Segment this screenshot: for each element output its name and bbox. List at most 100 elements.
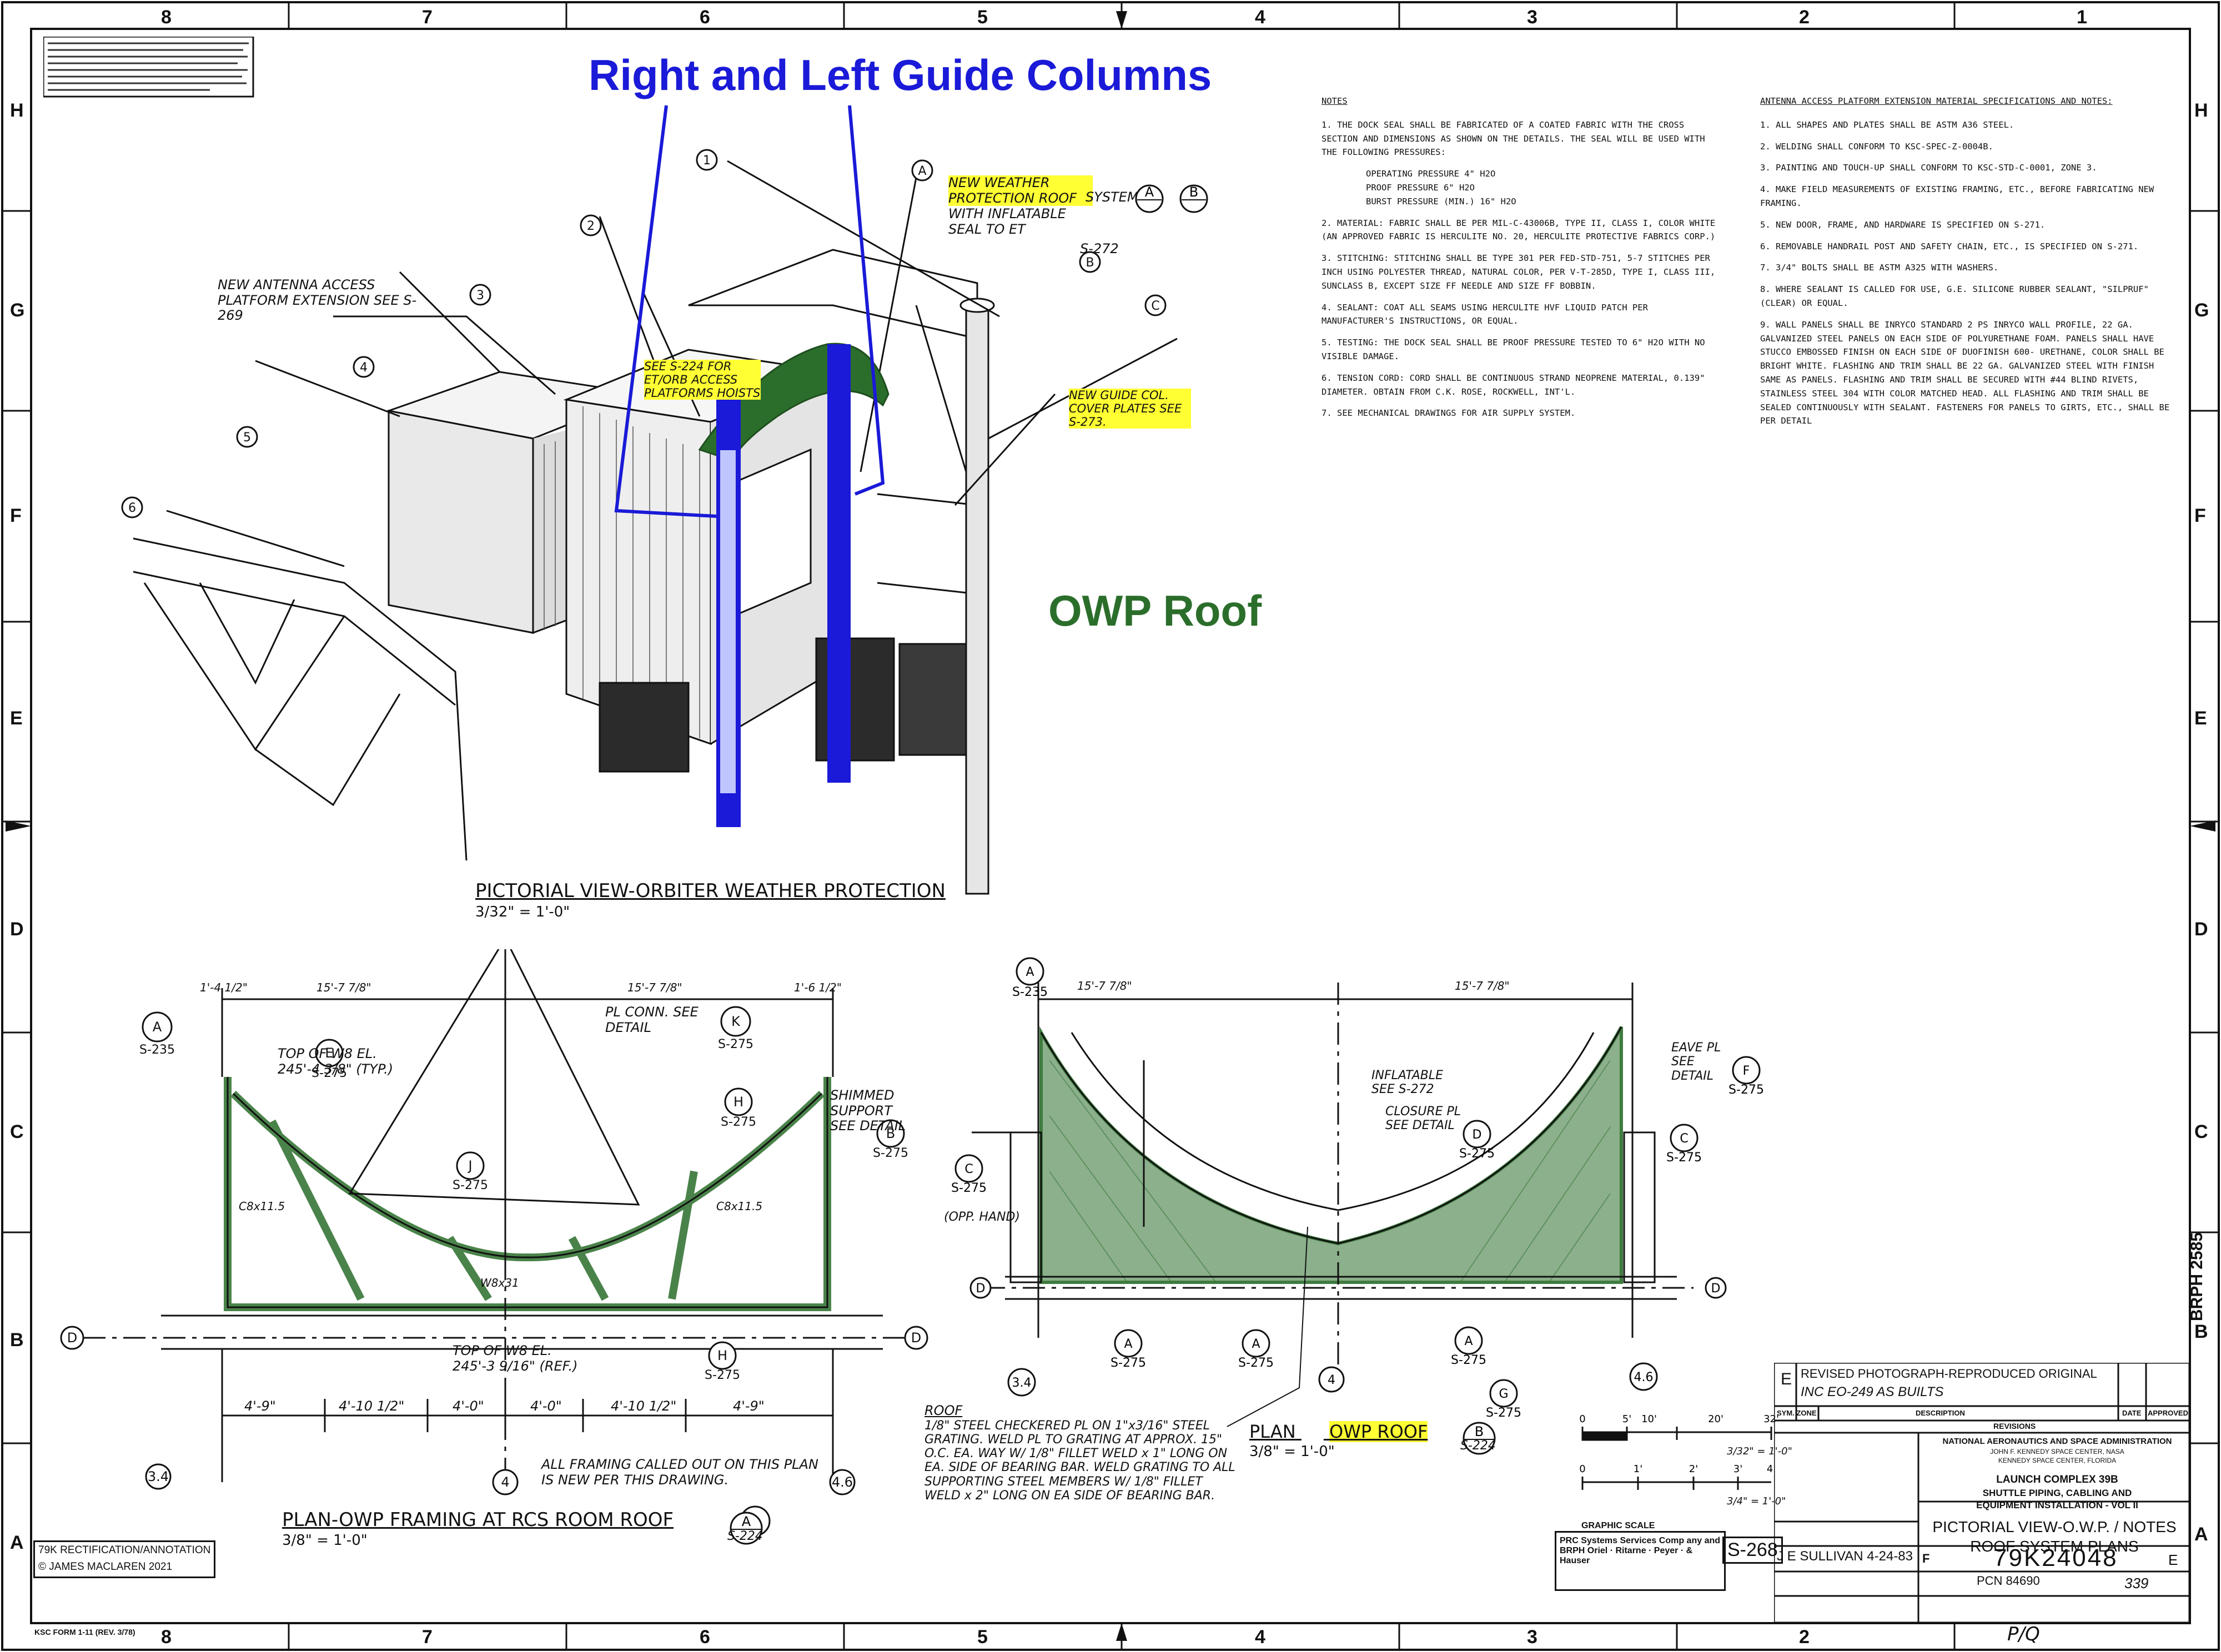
tb-project-3: EQUIPMENT INSTALLATION - VOL II	[1976, 1500, 2138, 1510]
roof-plan-sheet: S-224	[1460, 1439, 1496, 1453]
framing-dim-2: 4'-10 1/2"	[339, 1398, 405, 1414]
callout-system: SYSTEM	[1086, 189, 1139, 205]
framing-top-dim-2: 15'-7 7/8"	[316, 981, 371, 994]
framing-top-wb-ref: TOP OF W8 EL. 245'-3 9/16" (REF.)	[453, 1343, 578, 1374]
svg-text:H: H	[733, 1094, 743, 1110]
tb-rev-letter: E	[1781, 1370, 1792, 1388]
svg-text:5': 5'	[1622, 1413, 1631, 1425]
svg-text:S-275: S-275	[1451, 1353, 1486, 1367]
pictorial-view-drawing: 123 456 ABC	[121, 105, 1178, 895]
zone-bottom-3: 3	[1527, 1626, 1537, 1648]
zone-left-H: H	[10, 100, 24, 121]
zone-bottom-2: 2	[1799, 1626, 1810, 1648]
guide-columns-annotation: Right and Left Guide Columns	[589, 51, 1212, 99]
svg-text:2': 2'	[1689, 1463, 1698, 1475]
note-1: 1. THE DOCK SEAL SHALL BE FABRICATED OF …	[1321, 119, 1705, 158]
roof-inflatable: INFLATABLE SEE S-272	[1371, 1069, 1444, 1097]
svg-text:4: 4	[501, 1474, 509, 1490]
svg-text:S-275: S-275	[1238, 1356, 1274, 1370]
zone-top-4: 4	[1255, 7, 1265, 28]
svg-text:D: D	[911, 1330, 921, 1346]
tb-project-2: SHUTTLE PIPING, CABLING AND	[1982, 1488, 2132, 1498]
svg-text:4: 4	[360, 361, 368, 375]
svg-text:20': 20'	[1708, 1413, 1723, 1425]
svg-text:E: E	[325, 1045, 333, 1061]
antenna-note-2: 2. WELDING SHALL CONFORM TO KSC-SPEC-Z-0…	[1760, 141, 1993, 152]
framing-member-1: C8x11.5	[239, 1200, 285, 1213]
callout-guide-col: NEW GUIDE COL. COVER PLATES SEE S-273.	[1069, 389, 1191, 429]
zone-left-B: B	[10, 1329, 24, 1351]
graphic-scale-label: GRAPHIC SCALE	[1581, 1521, 1655, 1530]
svg-text:B: B	[1475, 1424, 1484, 1439]
svg-text:A: A	[1145, 184, 1154, 200]
antenna-note-4: 4. MAKE FIELD MEASUREMENTS OF EXISTING F…	[1760, 184, 2154, 208]
svg-text:C: C	[1680, 1132, 1688, 1146]
framing-plan-balloon: A	[730, 1512, 763, 1545]
svg-text:S-275: S-275	[1728, 1083, 1764, 1097]
tb-rev: E	[2168, 1552, 2178, 1568]
svg-text:S-275: S-275	[705, 1368, 740, 1382]
framing-top-dim-3: 15'-7 7/8"	[627, 981, 682, 994]
zone-bottom-8: 8	[161, 1626, 172, 1648]
svg-text:D: D	[67, 1330, 77, 1346]
svg-text:4.6: 4.6	[832, 1474, 853, 1490]
notes-heading: NOTES	[1321, 96, 1348, 106]
svg-text:S-275: S-275	[1110, 1356, 1146, 1370]
roof-plan-scale: 3/8" = 1'-0"	[1249, 1443, 1335, 1460]
svg-text:C: C	[1151, 299, 1159, 313]
zone-bottom-4: 4	[1255, 1626, 1265, 1648]
pictorial-view-scale: 3/32" = 1'-0"	[475, 904, 570, 920]
svg-text:4.6: 4.6	[1634, 1371, 1654, 1384]
svg-text:K: K	[731, 1014, 741, 1029]
title-block-frame	[1774, 1363, 2190, 1624]
roof-spec-block: ROOF 1/8" STEEL CHECKERED PL ON 1"x3/16"…	[924, 1403, 1235, 1503]
roof-plan-balloon: B	[1463, 1422, 1496, 1455]
tb-ksc2: KENNEDY SPACE CENTER, FLORIDA	[1998, 1457, 2117, 1464]
svg-text:A: A	[918, 164, 926, 178]
svg-text:F: F	[1743, 1064, 1750, 1078]
framing-member-3: C8x11.5	[716, 1200, 763, 1213]
tb-brph: BRPH Oriel · Ritarne · Peyer · & Hauser	[1560, 1546, 1693, 1565]
callout-see-s224: SEE S-224 FOR ET/ORB ACCESS PLATFORMS HO…	[644, 360, 761, 400]
tb-rev-desc: REVISED PHOTOGRAPH-REPRODUCED ORIGINAL	[1801, 1367, 2097, 1381]
callout-weather-roof: NEW WEATHER PROTECTION ROOF	[948, 175, 1093, 206]
framing-member-2: W8x31	[480, 1276, 519, 1290]
svg-text:A: A	[1124, 1337, 1132, 1351]
antenna-notes-heading: ANTENNA ACCESS PLATFORM EXTENSION MATERI…	[1760, 96, 2113, 106]
copyright-label: © JAMES MACLAREN 2021	[38, 1561, 173, 1573]
note-3: 3. STITCHING: STITCHING SHALL BE TYPE 30…	[1321, 253, 1716, 291]
svg-text:B: B	[1189, 184, 1198, 200]
svg-text:3.4: 3.4	[148, 1469, 169, 1484]
framing-top-dim-1: 1'-4 1/2"	[200, 981, 248, 994]
svg-text:0: 0	[1579, 1463, 1585, 1475]
svg-text:S-275: S-275	[951, 1181, 987, 1195]
rectification-label: 79K RECTIFICATION/ANNOTATION	[38, 1544, 211, 1556]
svg-text:J: J	[467, 1158, 472, 1173]
svg-text:G: G	[1499, 1387, 1508, 1401]
notes-block: NOTES 1. THE DOCK SEAL SHALL BE FABRICAT…	[1321, 94, 1721, 420]
roof-eave: EAVE PL SEE DETAIL	[1671, 1041, 1721, 1083]
svg-text:D: D	[1473, 1128, 1482, 1142]
svg-text:S-235: S-235	[139, 1043, 175, 1057]
framing-top-dim-4: 1'-6 1/2"	[794, 981, 842, 994]
zone-left-G: G	[10, 300, 25, 321]
svg-text:S-275: S-275	[721, 1115, 756, 1129]
tb-nasa: NATIONAL AERONAUTICS AND SPACE ADMINISTR…	[1942, 1437, 2172, 1446]
owp-roof-annotation: OWP Roof	[1048, 586, 1262, 635]
svg-text:A: A	[1026, 965, 1034, 979]
note-1-proof: PROOF PRESSURE 6" H2O	[1366, 182, 1475, 193]
note-7: 7. SEE MECHANICAL DRAWINGS FOR AIR SUPPL…	[1321, 408, 1576, 419]
roof-top-dim-1: 15'-7 7/8"	[1077, 979, 1132, 993]
antenna-note-8: 8. WHERE SEALANT IS CALLED FOR USE, G.E.…	[1760, 284, 2149, 308]
framing-pl-conn: PL CONN. SEE DETAIL	[605, 1004, 699, 1035]
tb-project-1: LAUNCH COMPLEX 39B	[1996, 1474, 2118, 1485]
framing-dim-3: 4'-0"	[453, 1398, 484, 1414]
antenna-note-1: 1. ALL SHAPES AND PLATES SHALL BE ASTM A…	[1760, 119, 2014, 130]
tb-revisions: REVISIONS	[1993, 1422, 2036, 1431]
zone-right-F: F	[2194, 505, 2206, 526]
zone-right-D: D	[2194, 919, 2208, 940]
antenna-note-7: 7. 3/4" BOLTS SHALL BE ASTM A325 WITH WA…	[1760, 263, 1999, 273]
note-1-operating: OPERATING PRESSURE 4" H2O	[1366, 169, 1496, 179]
